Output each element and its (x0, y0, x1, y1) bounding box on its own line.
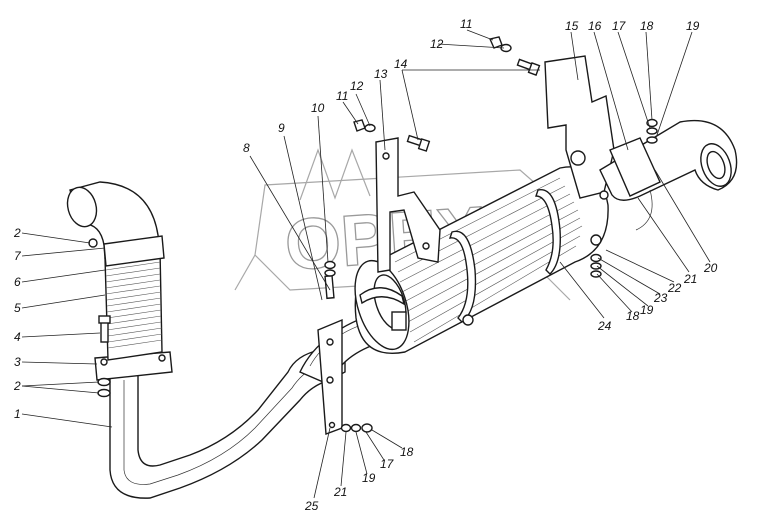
rear-bracket (544, 55, 615, 200)
callout-6: 6 (14, 275, 21, 289)
leader-lines (21, 29, 711, 499)
callout-labels: 2 7 6 5 4 3 2 1 8 9 10 11 12 13 14 11 12… (13, 17, 718, 513)
callout-20: 20 (703, 261, 718, 275)
callout-18: 18 (640, 19, 654, 33)
hanger-bracket (375, 137, 441, 273)
tail-pipe (599, 119, 738, 231)
callout-7: 7 (14, 249, 22, 263)
callout-10: 10 (311, 101, 325, 115)
callout-19: 19 (686, 19, 700, 33)
clamp-strap (359, 287, 407, 331)
inlet-elbow (66, 181, 165, 267)
callout-2: 2 (13, 379, 21, 393)
callout-9: 9 (278, 121, 285, 135)
callout-24: 24 (597, 319, 612, 333)
callout-4: 4 (14, 330, 21, 344)
support-bracket (317, 318, 343, 435)
callout-12: 12 (350, 79, 364, 93)
callout-17: 17 (380, 457, 395, 471)
callout-21: 21 (683, 272, 697, 286)
callout-8: 8 (243, 141, 250, 155)
callout-12: 12 (430, 37, 444, 51)
callout-21: 21 (333, 485, 347, 499)
rear-fasteners (340, 118, 658, 433)
callout-11: 11 (336, 89, 348, 103)
callout-22: 22 (667, 281, 682, 295)
callout-23: 23 (653, 291, 668, 305)
callout-11: 11 (460, 17, 472, 31)
callout-3: 3 (14, 355, 21, 369)
callout-14: 14 (394, 57, 408, 71)
callout-15: 15 (565, 19, 579, 33)
callout-25: 25 (304, 499, 319, 513)
callout-13: 13 (374, 67, 388, 81)
callout-5: 5 (14, 301, 21, 315)
flexible-hose (104, 249, 163, 361)
callout-17: 17 (612, 19, 627, 33)
callout-1: 1 (14, 407, 21, 421)
callout-18: 18 (400, 445, 414, 459)
callout-19: 19 (640, 303, 654, 317)
callout-16: 16 (588, 19, 602, 33)
callout-2: 2 (13, 226, 21, 240)
callout-18: 18 (626, 309, 640, 323)
callout-19: 19 (362, 471, 376, 485)
